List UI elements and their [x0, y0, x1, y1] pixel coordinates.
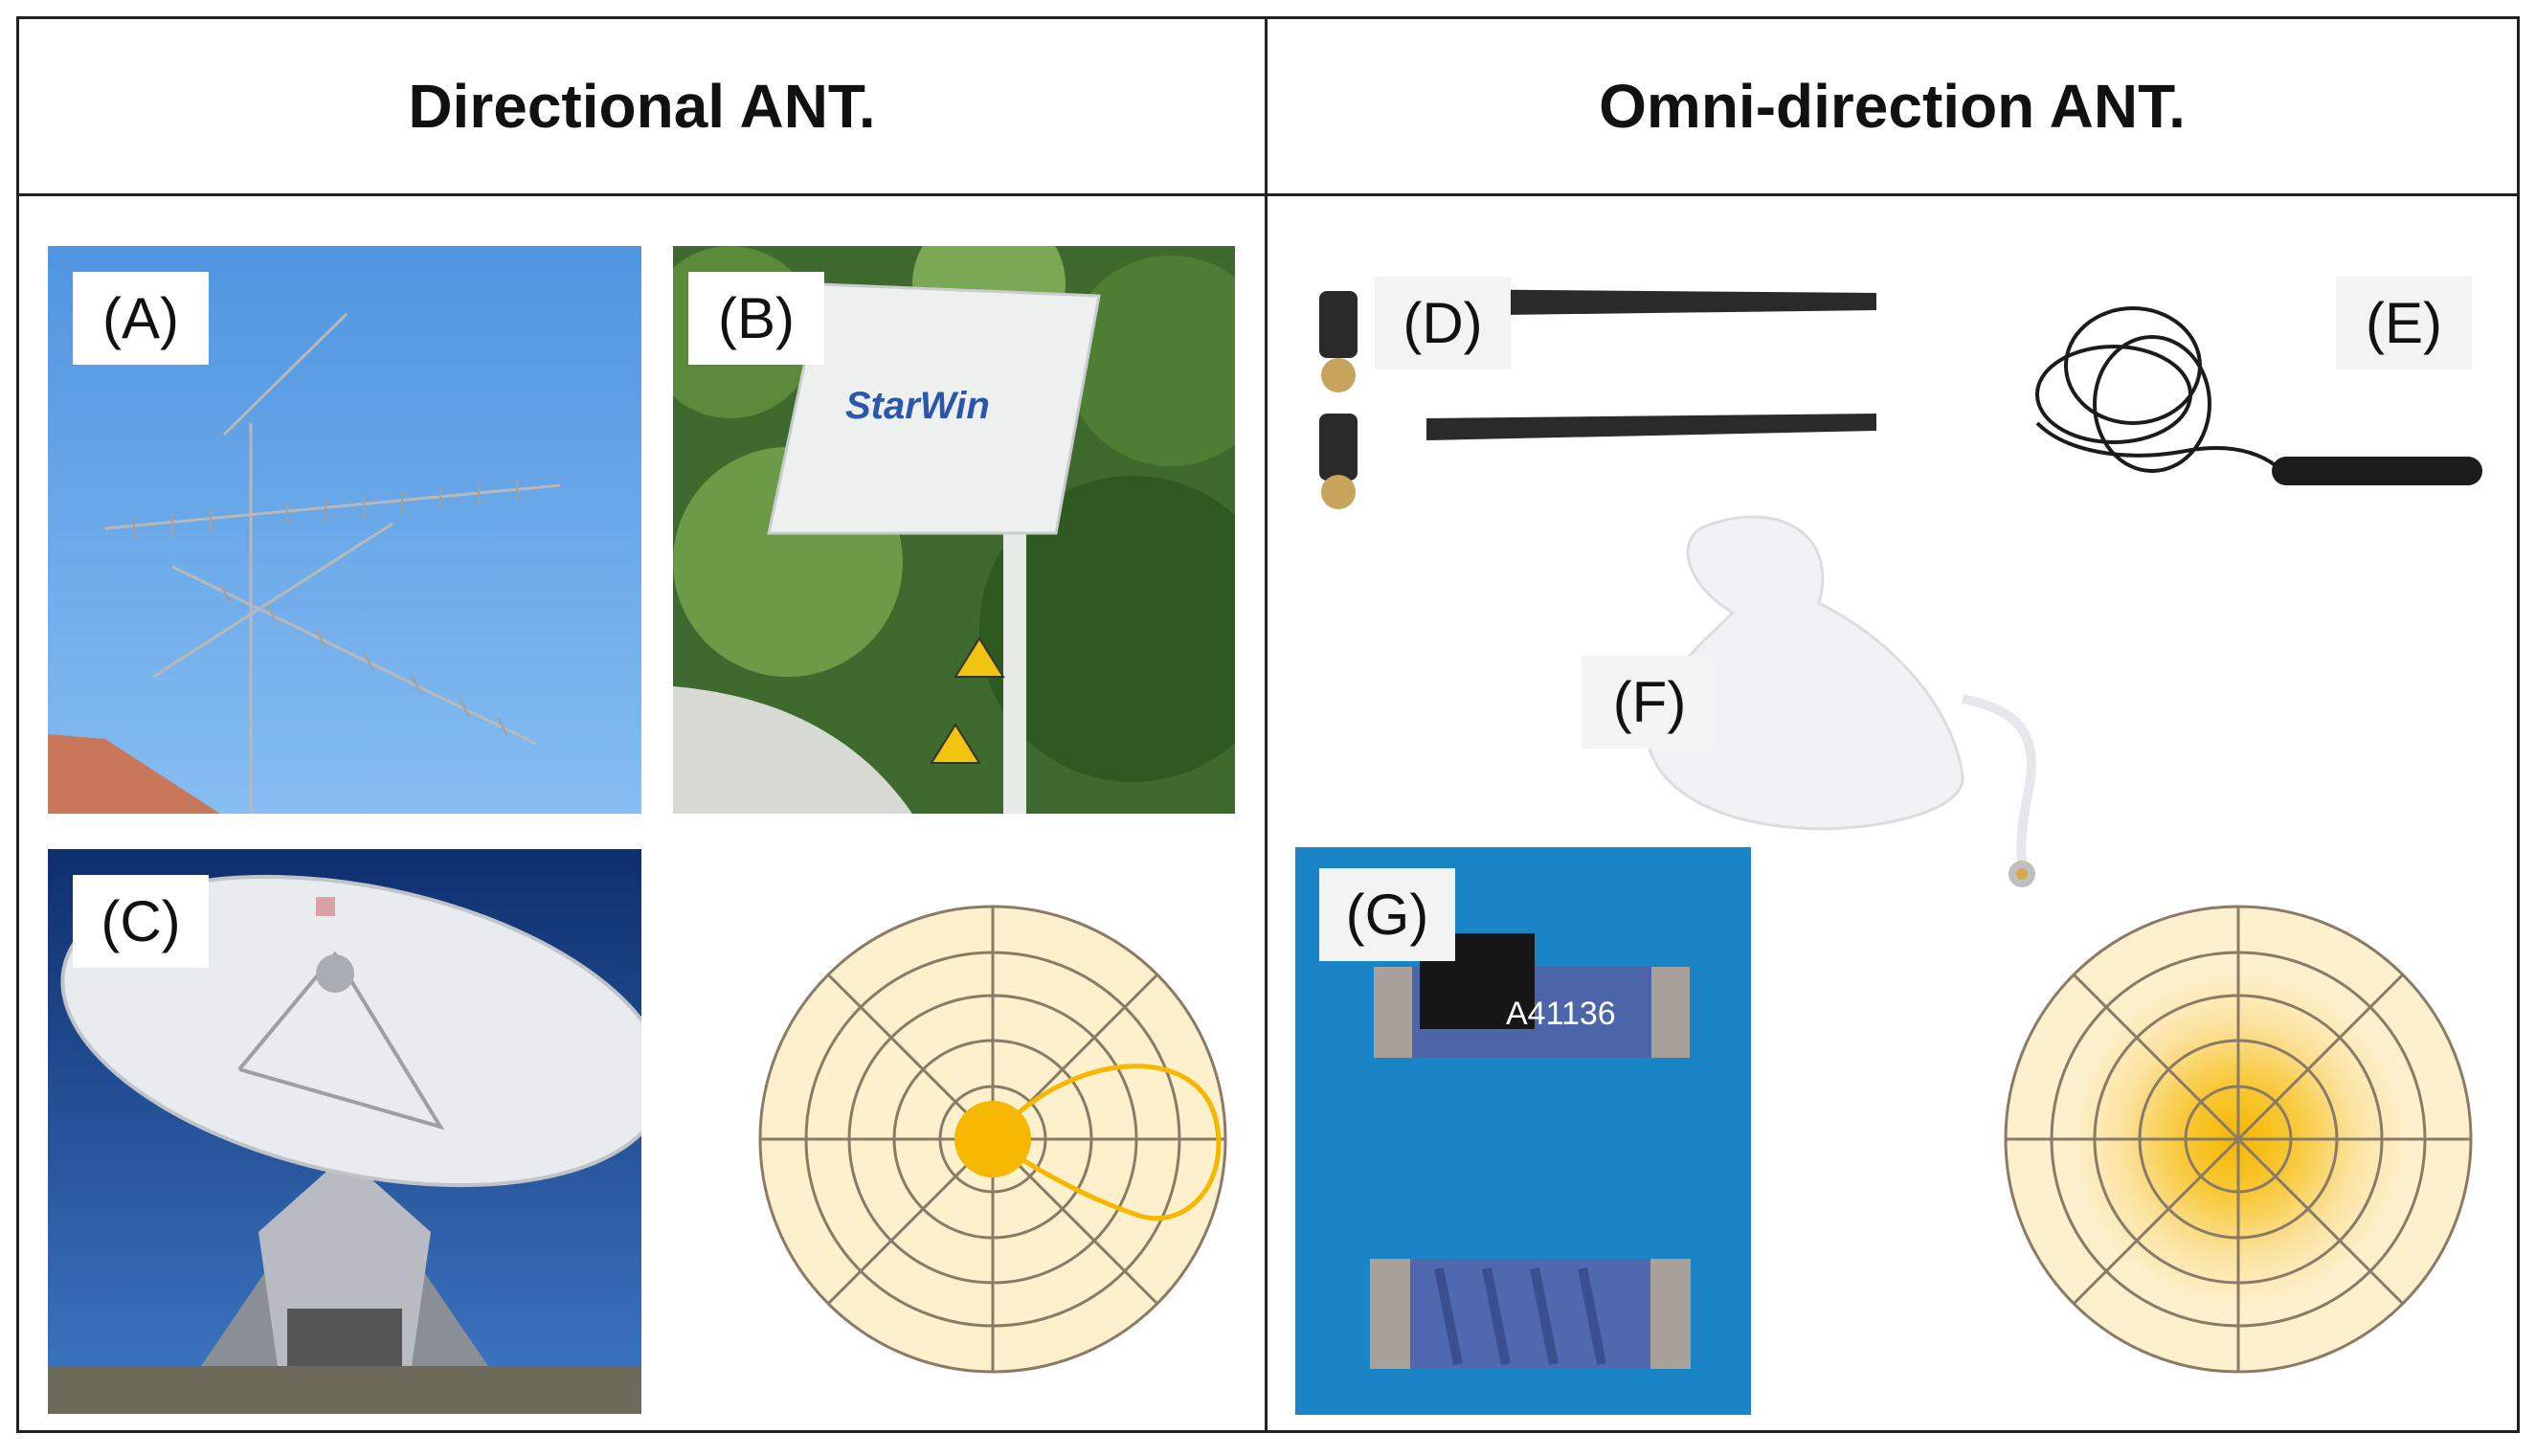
label-e: (E) [2336, 277, 2472, 370]
satellite-dish-icon [48, 849, 641, 1414]
photo-panel-antenna: StarWin (B) [673, 246, 1235, 814]
label-a: (A) [73, 272, 209, 365]
photo-rubber-duck-antennas: (D) [1302, 270, 1896, 519]
label-b: (B) [688, 272, 824, 365]
photo-satellite-dish: (C) [48, 849, 641, 1414]
header-directional: Directional ANT. [408, 72, 876, 141]
label-f: (F) [1582, 656, 1717, 749]
yagi-antenna-icon [48, 246, 641, 814]
photo-yagi-antenna: (A) [48, 246, 641, 814]
photo-dome-antenna: (F) [1580, 498, 2092, 900]
photo-cable-antenna: (E) [2009, 260, 2492, 507]
directional-radiation-pattern [756, 895, 1235, 1383]
column-divider [1265, 16, 1268, 1433]
label-g: (G) [1319, 868, 1455, 961]
photo-chip-antenna: A41136 (G) [1295, 847, 1751, 1415]
header-divider [16, 193, 2520, 196]
omni-pattern-icon [2004, 905, 2473, 1374]
comparison-table [16, 16, 2520, 1433]
directional-pattern-icon [758, 905, 1227, 1374]
header-omni: Omni-direction ANT. [1599, 72, 2186, 141]
chip-marking: A41136 [1506, 996, 1616, 1032]
label-c: (C) [73, 875, 209, 968]
brand-text: StarWin [845, 385, 990, 427]
panel-antenna-icon: StarWin [673, 246, 1235, 814]
omni-radiation-pattern [1999, 895, 2478, 1383]
label-d: (D) [1375, 277, 1511, 370]
